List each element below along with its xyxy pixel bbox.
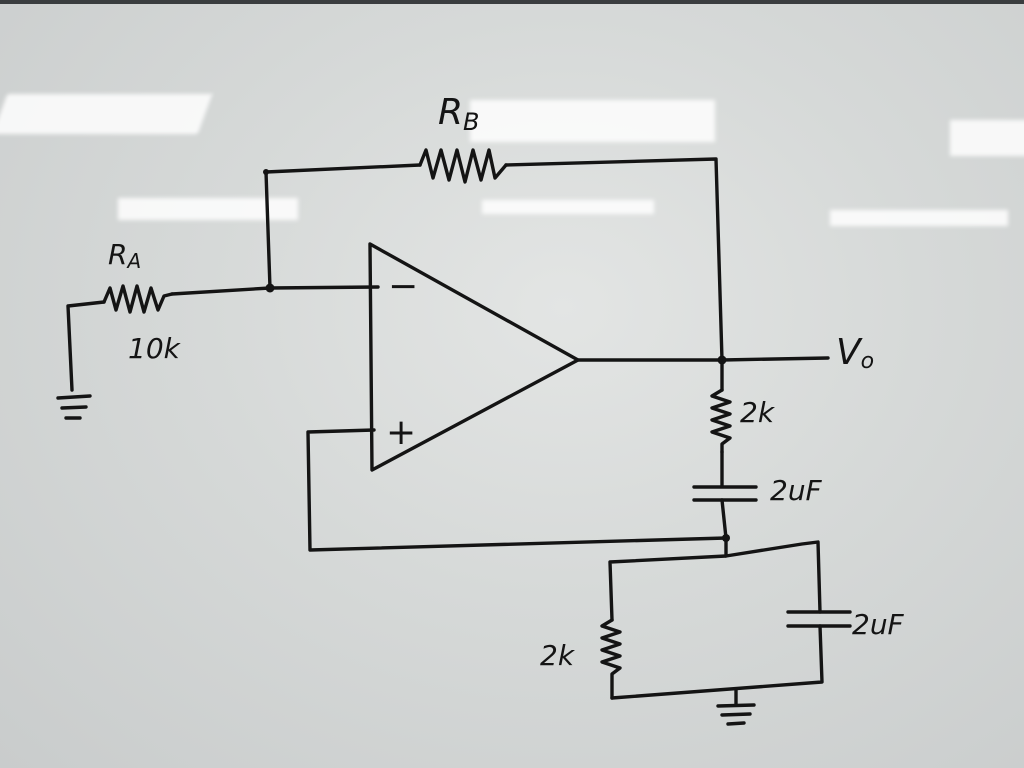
c2-value-label: 2uF	[852, 608, 905, 641]
feedback-wire	[264, 157, 724, 362]
ra-label: RA	[108, 238, 141, 273]
whiteboard-frame	[0, 0, 1024, 4]
ground-wire	[66, 300, 106, 392]
r2-value-label: 2k	[540, 639, 576, 672]
series-wire	[720, 498, 728, 540]
op-amp	[368, 242, 580, 472]
light-reflection	[950, 120, 1024, 156]
minus-label: −	[388, 266, 418, 307]
parallel-network-wire	[608, 536, 728, 622]
junction-dot	[265, 283, 275, 293]
rb-label: RB	[438, 92, 479, 136]
ra-value-label: 10k	[128, 332, 182, 365]
ra-wire	[170, 285, 380, 296]
resistor-r2	[600, 618, 622, 700]
resistor-ra	[102, 284, 174, 314]
resistor-rb	[418, 148, 508, 184]
r1-value-label: 2k	[740, 396, 776, 429]
light-reflection	[118, 198, 298, 220]
capacitor-c1	[692, 485, 758, 502]
positive-feedback-wire	[306, 428, 728, 552]
junction-dot	[263, 169, 269, 175]
junction-dot	[722, 534, 730, 542]
parallel-network-wire	[724, 540, 822, 614]
junction-dot	[717, 355, 727, 365]
output-wire	[576, 356, 830, 362]
light-reflection	[830, 210, 1008, 226]
c1-value-label: 2uF	[770, 474, 823, 507]
light-reflection	[482, 200, 654, 214]
resistor-r1	[710, 388, 732, 454]
ground-symbol-bottom	[716, 703, 756, 726]
parallel-network-wire	[610, 624, 824, 700]
capacitor-c2	[786, 610, 852, 628]
ground-symbol-left	[56, 394, 92, 420]
plus-label: +	[386, 412, 416, 453]
vo-label: Vo	[836, 332, 874, 374]
light-reflection	[470, 100, 715, 142]
